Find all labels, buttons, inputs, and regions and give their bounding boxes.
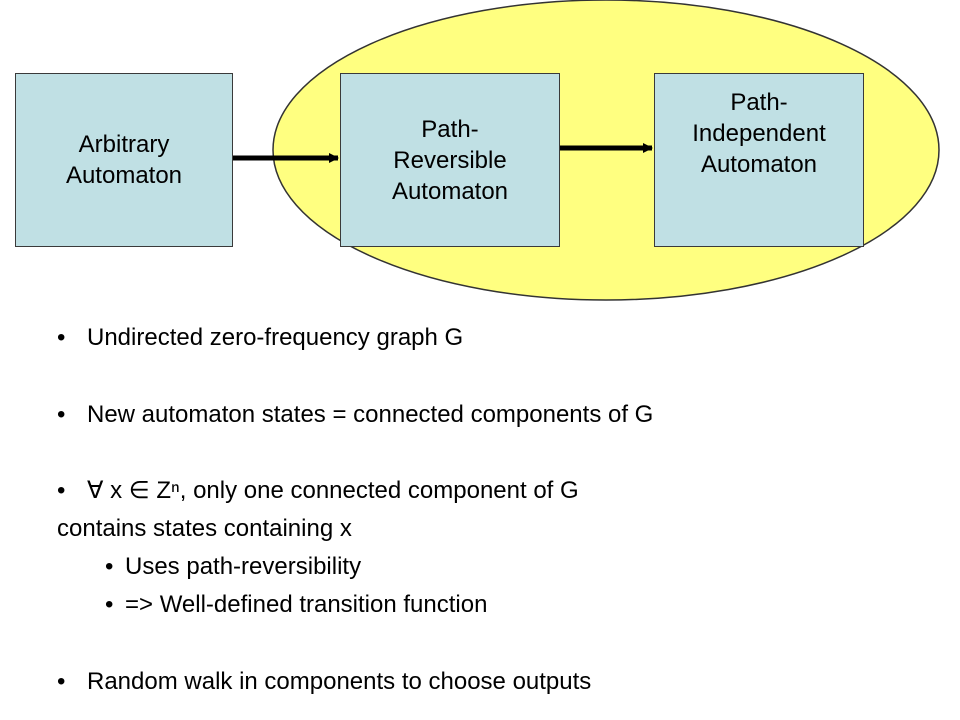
bullet-4: • Random walk in components to choose out… (57, 667, 591, 697)
bullet-marker: • (105, 591, 114, 618)
bullet-2: • New automaton states = connected compon… (57, 400, 653, 430)
bullet-marker: • (57, 668, 66, 695)
sub-bullet-1: • Uses path-reversibility (105, 552, 361, 582)
bullet-4-text: Random walk in components to choose outp… (87, 668, 592, 695)
box-path-reversible-automaton: Path- Reversible Automaton (340, 73, 560, 247)
box-arbitrary-automaton: Arbitrary Automaton (15, 73, 233, 247)
bullet-marker: • (57, 477, 66, 504)
bullet-marker: • (57, 324, 66, 351)
sub-bullet-2-text: => Well-defined transition function (125, 591, 488, 618)
box-arbitrary-label: Arbitrary Automaton (65, 131, 183, 189)
bullet-1-text: Undirected zero-frequency graph G (87, 324, 464, 351)
sub-bullet-2: • => Well-defined transition function (105, 590, 487, 620)
bullet-1: • Undirected zero-frequency graph G (57, 323, 463, 353)
bullet-marker: • (57, 401, 66, 428)
bullet-marker: • (105, 553, 114, 580)
bullet-3: • ∀ x ∈ Zⁿ, only one connected component … (57, 476, 579, 506)
box-independent-label: Path- Independent Automaton (692, 89, 826, 178)
bullet-3-continuation: contains states containing x (57, 514, 352, 544)
box-reversible-label: Path- Reversible Automaton (391, 115, 509, 205)
bullet-3-text-line1: ∀ x ∈ Zⁿ, only one connected component o… (87, 477, 579, 504)
box-path-independent-automaton: Path- Independent Automaton (654, 73, 864, 247)
bullet-3-text-line2: contains states containing x (57, 515, 352, 542)
bullet-2-text: New automaton states = connected compone… (87, 401, 654, 428)
sub-bullet-1-text: Uses path-reversibility (125, 553, 362, 580)
